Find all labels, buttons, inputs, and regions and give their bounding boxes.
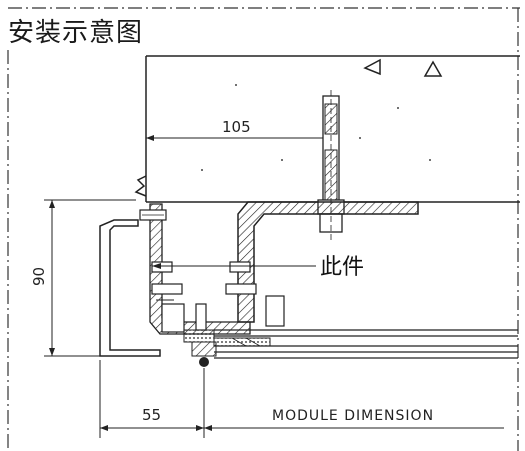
channel-bolts (139, 209, 257, 301)
dim-90-label: 90 (30, 267, 48, 286)
anchor-bolt (317, 90, 345, 240)
lower-fixings (161, 295, 285, 367)
dimension-bottom: 55 MODULE DIMENSION (99, 360, 504, 438)
outer-cover (99, 219, 161, 357)
panel-layers (213, 329, 518, 359)
dimension-105: 105 (146, 118, 332, 141)
dim-module-label: MODULE DIMENSION (272, 408, 434, 424)
dim-105-label: 105 (222, 118, 251, 136)
callout: 此件 (152, 255, 364, 280)
callout-label: 此件 (320, 255, 364, 280)
dim-55-label: 55 (142, 406, 161, 424)
dimension-90: 90 (30, 199, 136, 357)
drawing-title: 安装示意图 (8, 18, 144, 48)
steel-bracket (237, 201, 419, 323)
